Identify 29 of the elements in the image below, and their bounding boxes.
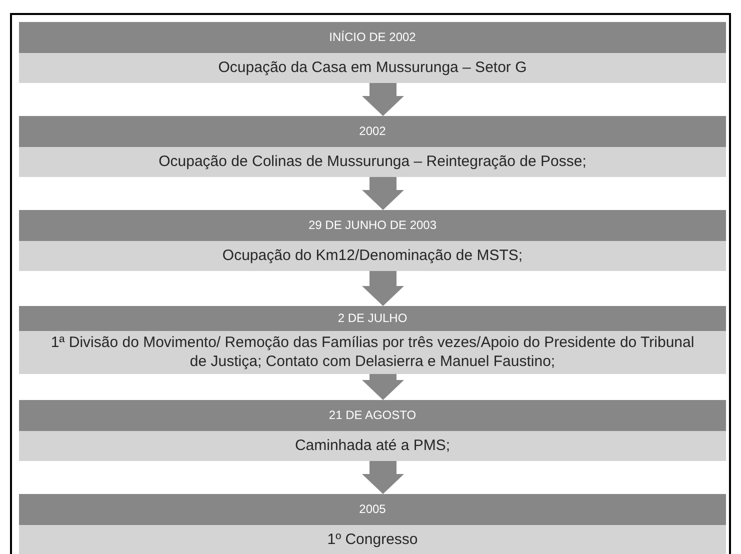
- date-header-bar: [19, 116, 726, 147]
- event-text: Ocupação do Km12/Denominação de MSTS;: [222, 246, 523, 266]
- event-bar: [19, 53, 726, 83]
- date-label: INÍCIO DE 2002: [329, 30, 416, 45]
- date-header-bar: [19, 306, 726, 331]
- event-bar: [19, 431, 726, 461]
- date-label: 2 DE JULHO: [338, 311, 408, 326]
- down-arrow: [362, 177, 404, 210]
- down-arrow: [362, 461, 404, 494]
- date-label: 29 DE JUNHO DE 2003: [308, 218, 437, 233]
- event-bar: [19, 331, 726, 374]
- down-arrow: [362, 271, 404, 306]
- date-header-bar: [19, 210, 726, 241]
- date-header-bar: [19, 22, 726, 53]
- event-bar: [19, 241, 726, 271]
- date-label: 21 DE AGOSTO: [328, 408, 416, 423]
- event-bar: [19, 147, 726, 177]
- date-label: 2002: [359, 124, 386, 139]
- date-label: 2005: [359, 502, 386, 517]
- down-arrow: [362, 83, 404, 116]
- down-arrow: [362, 374, 404, 400]
- event-bar: [19, 525, 726, 554]
- event-text: Caminhada até a PMS;: [294, 436, 450, 456]
- event-text: Ocupação de Colinas de Mussurunga – Reintegração de Posse;: [158, 152, 586, 172]
- event-text: Ocupação da Casa em Mussurunga – Setor G: [218, 58, 527, 78]
- date-header-bar: [19, 400, 726, 431]
- date-header-bar: [19, 494, 726, 525]
- event-text: 1ª Divisão do Movimento/ Remoção das Famílias por três vezes/Apoio do Presidente do Tribunal de Justiça; Contato com Delasierra e Manuel Faustino;: [50, 334, 696, 372]
- event-text: 1º Congresso: [327, 530, 418, 550]
